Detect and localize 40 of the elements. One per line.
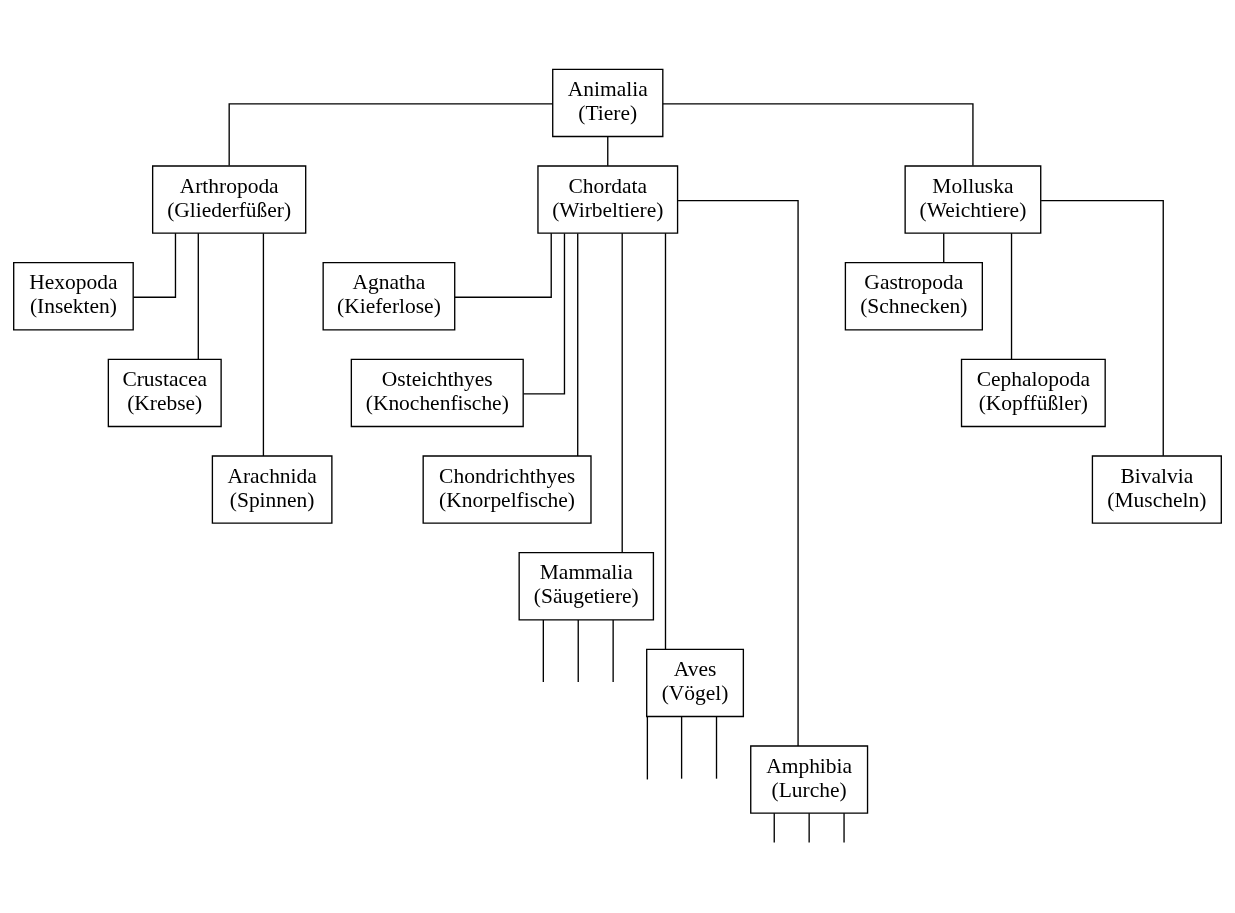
node-box: Arachnida (Spinnen) bbox=[211, 455, 333, 524]
connector bbox=[612, 619, 614, 683]
node-box: Mammalia (Säugetiere) bbox=[518, 552, 655, 621]
connector bbox=[1010, 232, 1013, 360]
node-box: Bivalvia (Muscheln) bbox=[1091, 455, 1222, 524]
connector bbox=[1040, 199, 1164, 457]
connector bbox=[262, 232, 265, 457]
node-box: Agnatha (Kieferlose) bbox=[322, 262, 456, 331]
node-box: Amphibia (Lurche) bbox=[750, 745, 869, 814]
node-box: Cephalopoda (Kopffüßler) bbox=[960, 358, 1106, 428]
connector bbox=[577, 619, 579, 683]
connector bbox=[662, 103, 974, 167]
node-box: Aves (Vögel) bbox=[646, 648, 745, 718]
node-box: Chordata (Wirbeltiere) bbox=[537, 165, 679, 234]
connector bbox=[621, 232, 623, 554]
node-box: Animalia (Tiere) bbox=[552, 68, 664, 138]
node-box: Hexopoda (Insekten) bbox=[13, 262, 134, 331]
node-box: Crustacea (Krebse) bbox=[107, 358, 222, 428]
node-box: Chondrichthyes (Knorpelfische) bbox=[422, 455, 592, 524]
connector bbox=[664, 232, 667, 650]
connector bbox=[677, 199, 799, 747]
node-box: Osteichthyes (Knochenfische) bbox=[350, 358, 524, 428]
connector bbox=[132, 232, 177, 298]
connector bbox=[228, 103, 554, 167]
node-box: Molluska (Weichtiere) bbox=[904, 165, 1042, 234]
connector bbox=[715, 716, 718, 780]
connector bbox=[808, 812, 810, 844]
node-box: Gastropoda (Schnecken) bbox=[844, 262, 983, 331]
connector bbox=[577, 232, 579, 457]
connector bbox=[773, 812, 775, 844]
connector bbox=[843, 812, 845, 844]
connector bbox=[454, 232, 552, 298]
connector bbox=[943, 232, 945, 263]
connector bbox=[646, 716, 649, 781]
connector bbox=[680, 716, 683, 780]
connector bbox=[522, 232, 566, 395]
connector bbox=[542, 619, 544, 683]
connector bbox=[197, 232, 199, 360]
node-box: Arthropoda (Gliederfüßer) bbox=[152, 165, 307, 234]
connector bbox=[607, 136, 609, 167]
